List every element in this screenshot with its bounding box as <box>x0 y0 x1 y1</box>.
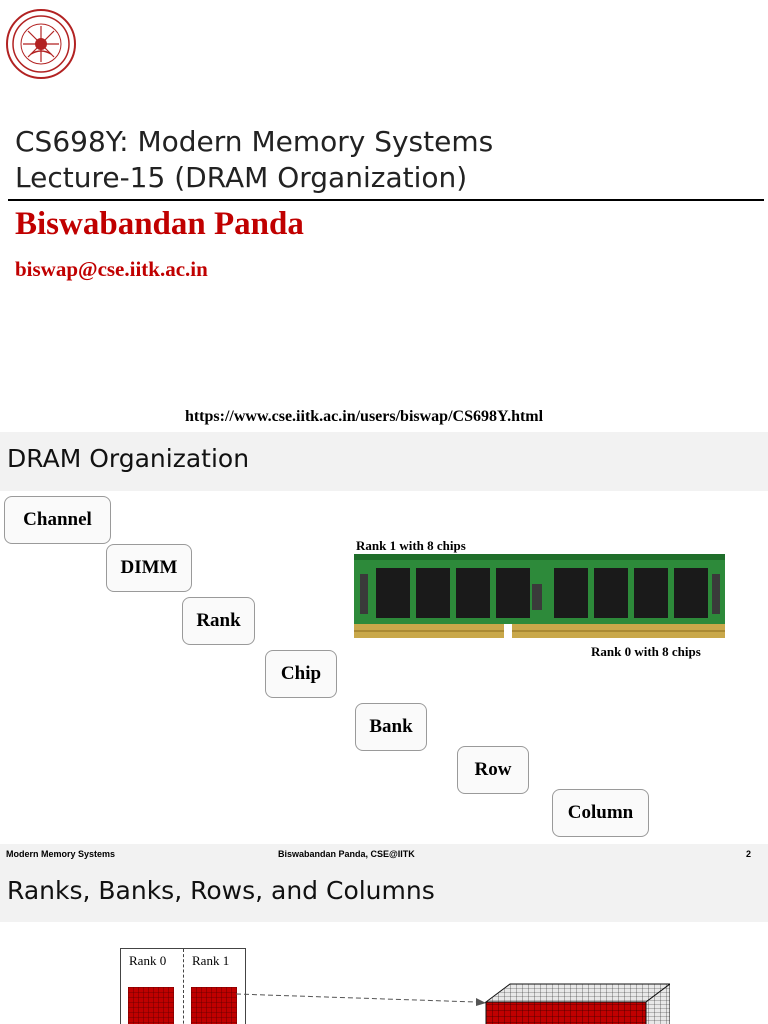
ranks-banks-slide: Ranks, Banks, Rows, and Columns Rank 0 R… <box>0 864 768 1024</box>
hierarchy-box-chip: Chip <box>265 650 337 698</box>
slide-heading: DRAM Organization <box>7 444 250 473</box>
slide-header: DRAM Organization <box>0 432 768 491</box>
rank-panel: Rank 0 Rank 1 <box>120 948 246 1024</box>
dimm-caption-bottom: Rank 0 with 8 chips <box>591 644 701 659</box>
hierarchy-box-row: Row <box>457 746 529 794</box>
hierarchy-box-rank: Rank <box>182 597 255 645</box>
dimm-caption-top: Rank 1 with 8 chips <box>356 538 466 553</box>
hierarchy-box-bank: Bank <box>355 703 427 751</box>
iitk-seal-icon <box>6 9 76 79</box>
author-name: Biswabandan Panda <box>15 206 304 242</box>
rank-label-1: Rank 1 <box>192 953 230 968</box>
footer-page-number: 2 <box>746 849 752 859</box>
slide-footer: Modern Memory Systems Biswabandan Panda,… <box>0 844 768 864</box>
slide-header: Ranks, Banks, Rows, and Columns <box>0 864 768 922</box>
title-slide: CS698Y: Modern Memory Systems Lecture-15… <box>0 0 768 432</box>
rank-0-chip-grid <box>128 987 174 1024</box>
footer-author: Biswabandan Panda, CSE@IITK <box>278 849 415 859</box>
dimm-module-image <box>354 554 725 644</box>
bank-3d-array <box>484 983 670 1024</box>
hierarchy-box-channel: Channel <box>4 496 111 544</box>
course-title-line-1: CS698Y: Modern Memory Systems <box>15 125 494 158</box>
title-divider <box>8 199 764 201</box>
rank-label-0: Rank 0 <box>129 953 167 968</box>
course-title-line-2: Lecture-15 (DRAM Organization) <box>15 161 468 194</box>
slide-heading: Ranks, Banks, Rows, and Columns <box>7 876 435 905</box>
course-url-link[interactable]: https://www.cse.iitk.ac.in/users/biswap/… <box>184 408 544 425</box>
rank-divider <box>183 949 184 1024</box>
rank-1-chip-grid <box>191 987 237 1024</box>
hierarchy-box-dimm: DIMM <box>106 544 192 592</box>
author-email-link[interactable]: biswap@cse.iitk.ac.in <box>15 257 208 281</box>
course-title: CS698Y: Modern Memory Systems Lecture-15… <box>15 124 755 196</box>
hierarchy-box-column: Column <box>552 789 649 837</box>
zoom-arrow <box>236 993 486 1006</box>
footer-course: Modern Memory Systems <box>6 849 116 859</box>
dram-organization-slide: DRAM Organization Channel DIMM Rank Chip… <box>0 432 768 864</box>
